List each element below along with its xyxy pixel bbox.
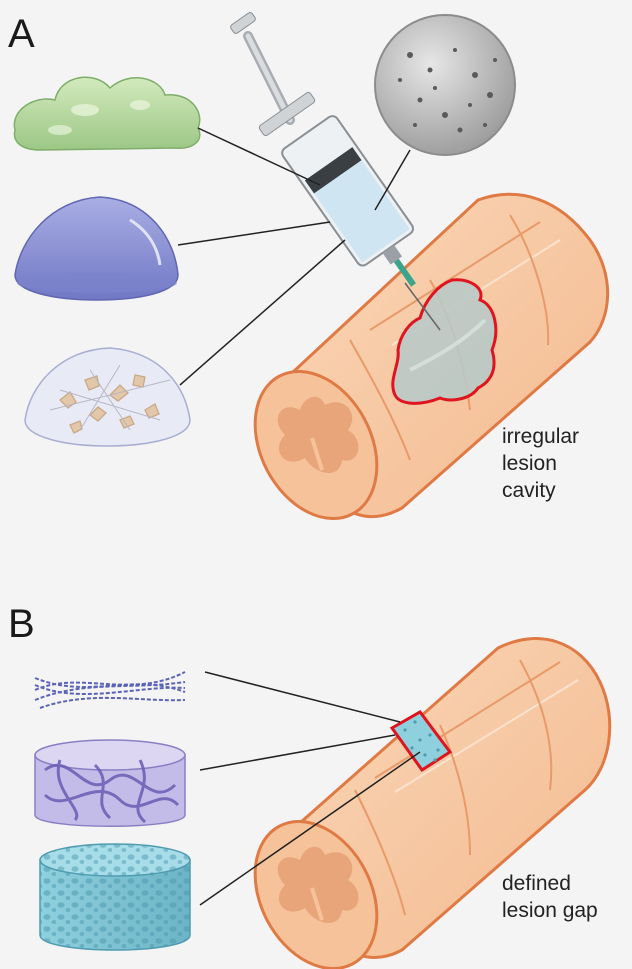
porous-scaffold-icon <box>39 843 191 951</box>
microsphere-icon <box>374 14 516 156</box>
spinal-cord-icon <box>253 637 612 969</box>
syringe-icon <box>230 12 441 331</box>
caption-line: lesion gap <box>502 899 598 922</box>
cell-laden-hydrogel-icon <box>24 347 191 447</box>
panel-a-label: A <box>8 12 35 56</box>
connector-lines-a <box>177 127 411 386</box>
irregular-lesion-cavity <box>391 278 498 405</box>
connector-lines-b <box>199 671 421 906</box>
caption-line: irregular <box>502 425 580 448</box>
caption-line: cavity <box>502 479 556 502</box>
panel-b-label: B <box>8 602 35 646</box>
green-hydrogel-icon <box>13 76 201 151</box>
blue-hydrogel-icon <box>14 196 179 301</box>
defined-lesion-gap <box>389 710 453 773</box>
caption-irregular-lesion-cavity: irregular lesion cavity <box>502 423 579 504</box>
fibrous-scaffold-icon <box>34 739 186 827</box>
caption-defined-lesion-gap: defined lesion gap <box>502 870 598 924</box>
fiber-bundle-icon <box>34 671 186 709</box>
caption-line: lesion <box>502 452 557 475</box>
caption-line: defined <box>502 872 571 895</box>
